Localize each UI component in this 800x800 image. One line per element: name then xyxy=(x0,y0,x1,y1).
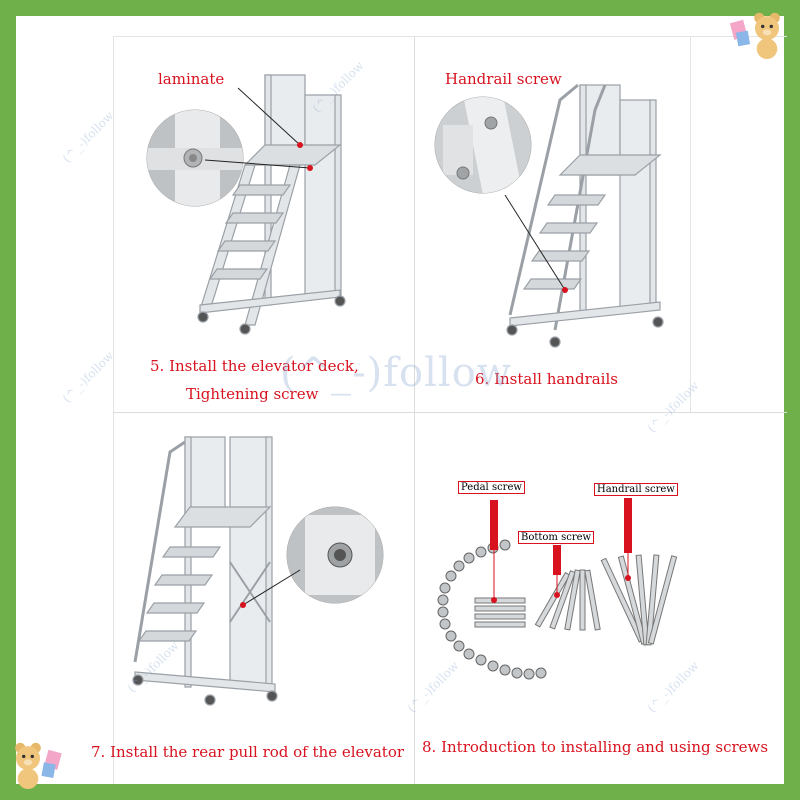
inset-detail-circle xyxy=(286,506,384,604)
label-bottom-screw: Bottom screw xyxy=(518,531,595,544)
caption-step-8: 8. Introduction to installing and using … xyxy=(422,738,769,756)
callout-laminate: laminate xyxy=(158,70,225,88)
grid-line-right xyxy=(690,36,691,412)
ladder-illustration-rear-rod xyxy=(132,436,278,706)
label-pedal-screw: Pedal screw xyxy=(458,481,525,494)
caption-step-7: 7. Install the rear pull rod of the elev… xyxy=(91,743,405,761)
inset-detail-circle xyxy=(434,96,532,194)
inset-detail-circle xyxy=(146,109,244,207)
grid-line-horizontal xyxy=(113,412,787,413)
label-handrail-screw: Handrail screw xyxy=(594,483,678,496)
bear-shopping-icon xyxy=(729,12,780,59)
grid-line-left xyxy=(113,36,114,784)
ladder-illustration-deck xyxy=(197,74,346,335)
callout-handrail-screw: Handrail screw xyxy=(445,70,562,88)
grid-line-top xyxy=(113,36,787,37)
caption-step-5-line1: 5. Install the elevator deck, xyxy=(150,357,359,375)
caption-step-6: 6. Install handrails xyxy=(475,370,618,388)
ladder-illustration-handrail xyxy=(506,83,664,348)
caption-step-5-line2: Tightening screw xyxy=(186,385,319,403)
bear-shopping-icon xyxy=(15,742,62,789)
screws-illustration xyxy=(437,539,678,680)
grid-line-vertical xyxy=(414,36,415,784)
